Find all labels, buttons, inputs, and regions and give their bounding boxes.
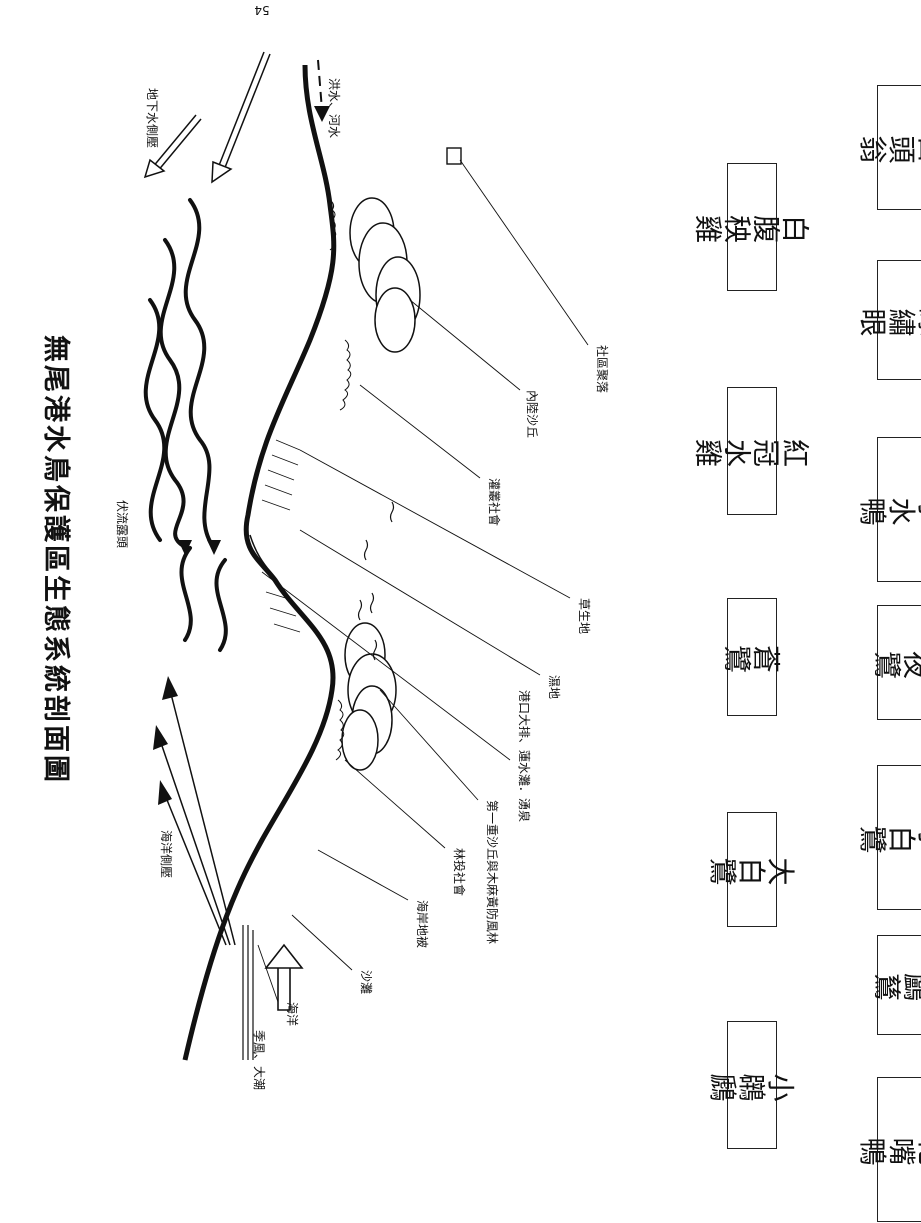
- bird-box-inner-1: 白腹秧雞: [694, 163, 810, 291]
- leader-lines: [257, 159, 589, 1003]
- label-beach: 沙灘: [359, 970, 373, 994]
- ocean-pressure-heads: [153, 676, 178, 805]
- grass-texture: [261, 439, 301, 633]
- label-harbor: 港口大排、蓮水灘．湧泉: [517, 690, 531, 822]
- village-house: [446, 147, 462, 165]
- label-wetland: 濕地: [547, 675, 561, 699]
- bird-name: 白腹秧雞: [694, 211, 810, 244]
- bird-name: 鸕鶿: [873, 969, 921, 1002]
- ocean-pressure-label: 海洋側壓: [159, 830, 174, 878]
- inland-trees: [349, 197, 421, 353]
- bird-box-outer-2: 綠繡眼: [859, 260, 921, 380]
- bird-box-outer-5: 小白鷺: [859, 765, 921, 910]
- terrain-profile: [182, 64, 337, 1061]
- label-wind: 季風、大潮: [252, 1030, 267, 1090]
- flood-arrow: [317, 59, 323, 111]
- label-forest: 林投社會: [452, 848, 467, 896]
- bird-box-outer-7: 花嘴鴨: [859, 1077, 921, 1222]
- bird-box-inner-4: 大白鷺: [709, 812, 796, 927]
- label-community: 社區聚落: [595, 345, 610, 393]
- beach-lines: [242, 925, 254, 1060]
- shrub-texture: [329, 199, 352, 761]
- seepage-label: 伏流露頭: [115, 500, 129, 548]
- label-grassland: 草生地: [577, 598, 591, 634]
- coastal-trees: [341, 622, 397, 771]
- bird-name: 小白鷺: [858, 821, 921, 855]
- bird-name: 夜鷺: [873, 646, 921, 680]
- seepage-arrowheads: [178, 540, 221, 555]
- bird-name: 白頭翁: [858, 131, 921, 165]
- bird-name: 大白鷺: [708, 853, 796, 887]
- bird-box-inner-2: 紅冠水雞: [694, 387, 810, 515]
- label-slope: 海岸地被: [415, 900, 430, 948]
- bird-name: 綠繡眼: [858, 304, 921, 337]
- terrain-subline: [249, 534, 279, 583]
- label-sea: 海洋: [285, 1002, 300, 1026]
- bird-name: 小水鴨: [858, 493, 921, 527]
- bird-name: 紅冠水雞: [694, 435, 810, 468]
- bird-box-inner-3: 蒼鷺: [723, 598, 781, 716]
- label-shrub: 灌叢社會: [487, 478, 502, 526]
- bird-box-inner-5: 小鸊鷉: [709, 1021, 796, 1149]
- bird-name: 花嘴鴨: [858, 1133, 921, 1167]
- bird-box-outer-3: 小水鴨: [859, 437, 921, 582]
- label-first-dune: 第一重沙丘與木麻黃防風林: [485, 800, 500, 944]
- groundwater-arrows: [143, 51, 271, 184]
- bird-name: 小鸊鷉: [708, 1069, 796, 1102]
- bird-box-outer-1: 白頭翁: [859, 85, 921, 210]
- label-inland-dune: 內陸沙丘: [525, 390, 539, 438]
- groundwater-pressure-label: 地下水側壓: [145, 88, 159, 148]
- label-flood: 洪水、河水: [327, 78, 341, 138]
- bird-box-outer-6: 鸕鶿: [873, 935, 921, 1035]
- bird-box-outer-4: 夜鷺: [873, 605, 921, 720]
- ocean-pressure-arrows: [159, 689, 236, 946]
- diagram-title: 無尾港水鳥保護區生態系統剖面圖: [40, 335, 72, 785]
- wind-arrow: [264, 943, 304, 1011]
- flood-arrowhead: [314, 106, 330, 122]
- bird-name: 蒼鷺: [723, 641, 781, 674]
- seepage-arrows: [143, 198, 228, 652]
- page-number: 54: [254, 3, 269, 17]
